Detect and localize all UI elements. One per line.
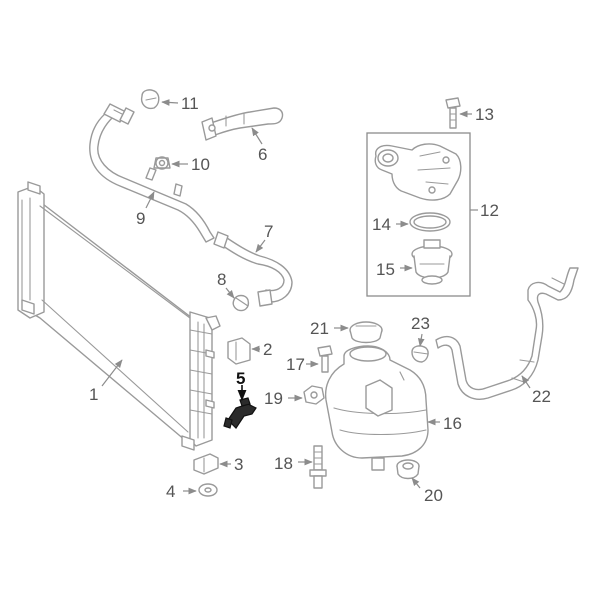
- callout-7: 7: [264, 222, 273, 241]
- callout-10: 10: [191, 155, 210, 174]
- leader-20: [411, 477, 421, 489]
- callout-12: 12: [480, 201, 499, 220]
- callout-9: 9: [136, 209, 145, 228]
- hose-6: [201, 107, 284, 141]
- callout-5[interactable]: 5: [236, 369, 245, 388]
- part-8-clamp: [232, 294, 250, 312]
- part-21-cap: [349, 321, 383, 344]
- callout-20: 20: [424, 486, 443, 505]
- callout-11: 11: [181, 94, 199, 113]
- callout-15: 15: [376, 260, 395, 279]
- part-5-sensor[interactable]: [223, 397, 257, 429]
- part-19-nut: [303, 385, 325, 405]
- callout-3: 3: [234, 455, 243, 474]
- callout-1: 1: [89, 385, 98, 404]
- part-2-bracket: [227, 337, 251, 365]
- leader-9: [145, 191, 155, 209]
- leader-22: [521, 375, 531, 389]
- callout-18: 18: [274, 454, 293, 473]
- radiator: [17, 181, 221, 451]
- callout-6: 6: [258, 145, 267, 164]
- part-18-stud: [309, 445, 327, 489]
- leader-1: [101, 359, 123, 387]
- callout-2: 2: [263, 340, 272, 359]
- leader-11: [161, 99, 179, 106]
- part-13-bolt: [445, 97, 461, 129]
- part-20-cap: [396, 459, 420, 480]
- part-3-bracket: [193, 453, 219, 475]
- callout-22: 22: [532, 387, 551, 406]
- part-17-bolt: [317, 345, 333, 373]
- part-23-clip: [411, 345, 429, 363]
- callout-8: 8: [217, 270, 226, 289]
- hose-9: [89, 103, 215, 243]
- part-16-reservoir: [324, 345, 429, 471]
- callout-4: 4: [166, 482, 175, 501]
- leader-23: [417, 333, 425, 347]
- leader-6: [251, 127, 263, 145]
- callout-19: 19: [264, 389, 283, 408]
- part-11-cap: [140, 89, 160, 110]
- leader-8: [225, 287, 235, 299]
- callout-21: 21: [310, 319, 329, 338]
- part-12-group-box: [366, 132, 471, 297]
- callout-14: 14: [372, 215, 391, 234]
- part-14-oring: [409, 212, 451, 232]
- part-10-clamp: [153, 156, 171, 170]
- callout-23: 23: [411, 314, 430, 333]
- part-4-washer: [198, 483, 218, 497]
- thermostat-housing: [374, 143, 462, 201]
- leader-7: [255, 239, 266, 253]
- part-15-thermostat: [411, 239, 453, 285]
- callout-16: 16: [443, 414, 462, 433]
- hose-7: [213, 231, 293, 307]
- callout-13: 13: [475, 105, 494, 124]
- hose-22: [435, 267, 579, 400]
- callout-17: 17: [286, 355, 305, 374]
